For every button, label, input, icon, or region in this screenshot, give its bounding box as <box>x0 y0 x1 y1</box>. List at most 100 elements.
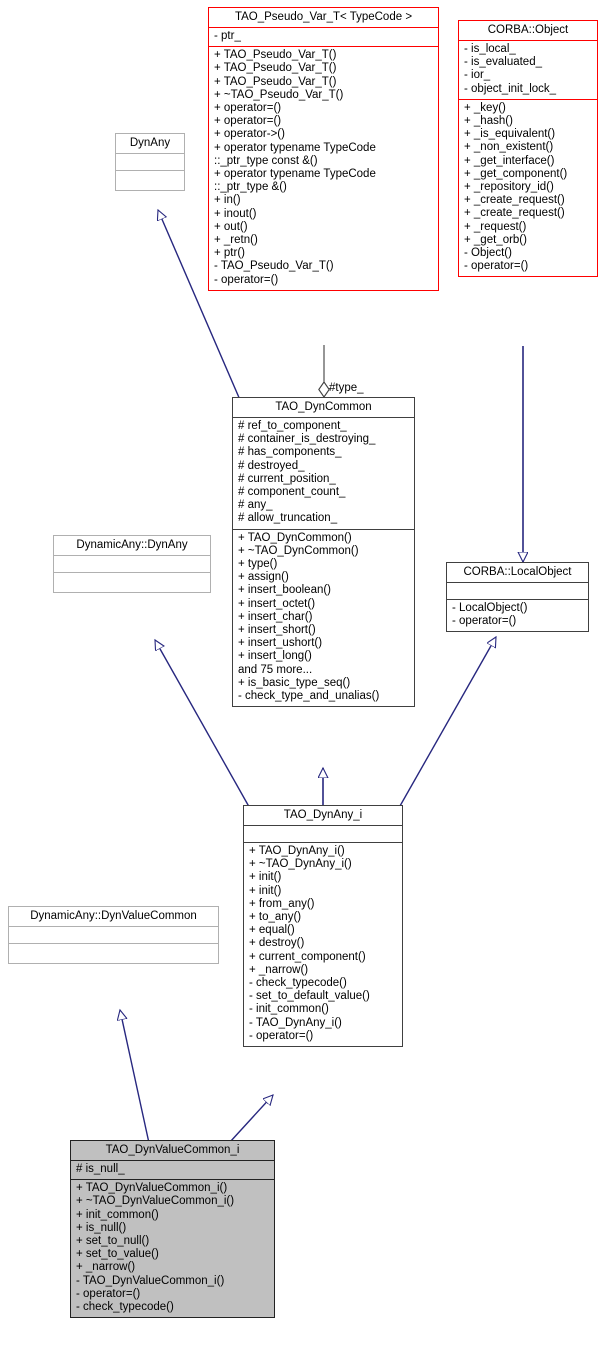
attribute-row: # destroyed_ <box>238 459 305 472</box>
class-operations-tao-pseudo-var-t: + TAO_Pseudo_Var_T() + TAO_Pseudo_Var_T(… <box>209 46 438 290</box>
operation-row: + TAO_Pseudo_Var_T() <box>214 62 337 75</box>
operation-row: - check_typecode() <box>76 1301 174 1314</box>
operation-row: + _hash() <box>464 115 513 128</box>
attribute-row: # is_null_ <box>76 1163 125 1175</box>
class-attributes-tao-dynvaluecommon-i: # is_null_ <box>71 1160 274 1180</box>
operation-row: + ~TAO_DynCommon() <box>238 544 359 557</box>
class-node-tao-pseudo-var-t[interactable]: TAO_Pseudo_Var_T< TypeCode > - ptr_ + TA… <box>208 7 439 291</box>
operation-row: + operator typename TypeCode <box>214 141 376 154</box>
class-title-tao-dynvaluecommon-i: TAO_DynValueCommon_i <box>71 1141 274 1160</box>
edge-dynany-i-to-dynvaluecommon-i <box>229 1095 273 1143</box>
attribute-row: # ref_to_component_ <box>238 420 347 432</box>
class-node-corba-object[interactable]: CORBA::Object - is_local_ - is_evaluated… <box>458 20 598 278</box>
operation-row: + _repository_id() <box>464 181 554 194</box>
operation-row: + init() <box>249 884 282 897</box>
operation-row: + insert_long() <box>238 650 312 663</box>
operation-row: + _get_component() <box>464 167 568 180</box>
attribute-row: # current_position_ <box>238 472 336 485</box>
attribute-row: # has_components_ <box>238 446 342 459</box>
class-operations-corba-localobject: - LocalObject() - operator=() <box>447 599 588 631</box>
operation-row: - TAO_DynAny_i() <box>249 1016 342 1029</box>
class-attributes-dynamicany-dynany <box>54 555 210 572</box>
attribute-row: # container_is_destroying_ <box>238 433 376 446</box>
operation-row: + TAO_DynValueCommon_i() <box>76 1182 228 1195</box>
operation-row: + _create_request() <box>464 207 565 220</box>
class-title-tao-pseudo-var-t: TAO_Pseudo_Var_T< TypeCode > <box>234 11 413 23</box>
operation-row: + _create_request() <box>464 194 565 207</box>
class-node-tao-dynvaluecommon-i[interactable]: TAO_DynValueCommon_i # is_null_ + TAO_Dy… <box>70 1140 275 1319</box>
operation-row: - LocalObject() <box>452 602 528 614</box>
operation-row: + _retn() <box>214 234 258 247</box>
operation-row: + ~TAO_DynAny_i() <box>249 858 352 871</box>
class-operations-corba-object: + _key() + _hash() + _is_equivalent() + … <box>459 98 597 277</box>
operation-row: + operator=() <box>214 115 282 128</box>
class-node-tao-dyncommon[interactable]: TAO_DynCommon # ref_to_component_ # cont… <box>232 397 415 708</box>
operation-row: + _get_orb() <box>464 233 527 246</box>
operation-row: + insert_ushort() <box>238 637 323 650</box>
operation-row: + TAO_Pseudo_Var_T() <box>214 75 337 88</box>
operation-row: + equal() <box>249 924 295 937</box>
operation-row: + ~TAO_DynValueCommon_i() <box>76 1195 235 1208</box>
operation-row: + assign() <box>238 571 289 584</box>
operation-row: + is_null() <box>76 1221 127 1234</box>
operation-row: + TAO_Pseudo_Var_T() <box>214 49 337 62</box>
operation-row: + _non_existent() <box>464 141 554 154</box>
class-node-tao-dynany-i[interactable]: TAO_DynAny_i + TAO_DynAny_i() + ~TAO_Dyn… <box>243 805 403 1048</box>
operation-row: ::_ptr_type &() <box>214 181 287 194</box>
class-attributes-dynamicany-dynvaluecommon <box>9 926 218 943</box>
operation-row: - Object() <box>464 247 512 260</box>
class-title-dynamicany-dynvaluecommon: DynamicAny::DynValueCommon <box>30 910 197 922</box>
class-operations-tao-dynany-i: + TAO_DynAny_i() + ~TAO_DynAny_i() + ini… <box>244 842 402 1046</box>
operation-row: + insert_boolean() <box>238 584 332 597</box>
operation-row: + operator=() <box>214 102 282 115</box>
operation-row: + ptr() <box>214 247 245 260</box>
class-attributes-tao-dyncommon: # ref_to_component_ # container_is_destr… <box>233 417 414 529</box>
edge-dynvaluecommon-to-dynvaluecommon-i <box>120 1010 150 1144</box>
operation-row: - TAO_DynValueCommon_i() <box>76 1274 225 1287</box>
operation-row: + _narrow() <box>249 963 309 976</box>
operation-row: + init() <box>249 871 282 884</box>
operation-row-more: and 75 more... <box>238 663 313 676</box>
operation-row: - operator=() <box>76 1287 141 1300</box>
attribute-row: - object_init_lock_ <box>464 82 557 95</box>
class-attributes-corba-localobject <box>447 582 588 599</box>
operation-row: + insert_char() <box>238 610 313 623</box>
operation-row: + operator typename TypeCode <box>214 168 376 181</box>
operation-row: + destroy() <box>249 937 305 950</box>
operation-row: + operator->() <box>214 128 285 141</box>
class-attributes-tao-dynany-i <box>244 825 402 842</box>
operation-row: + _key() <box>464 101 506 114</box>
operation-row: + from_any() <box>249 897 315 910</box>
class-title-dynany: DynAny <box>129 137 171 149</box>
operation-row: + _narrow() <box>76 1261 136 1274</box>
attribute-row: # component_count_ <box>238 486 346 499</box>
attribute-row: - is_evaluated_ <box>464 56 542 69</box>
operation-row: ::_ptr_type const &() <box>214 154 318 167</box>
operation-row: - operator=() <box>452 615 517 628</box>
operation-row: + set_to_null() <box>76 1235 150 1248</box>
class-operations-dynamicany-dynany <box>54 572 210 592</box>
class-operations-dynamicany-dynvaluecommon <box>9 943 218 963</box>
operation-row: + insert_octet() <box>238 597 316 610</box>
class-node-dynamicany-dynvaluecommon[interactable]: DynamicAny::DynValueCommon <box>8 906 219 964</box>
type-aggregation-label: #type_ <box>329 382 364 394</box>
class-node-dynany[interactable]: DynAny <box>115 133 185 191</box>
operation-row: - check_type_and_unalias() <box>238 690 380 703</box>
operation-row: + in() <box>214 194 241 207</box>
attribute-row: - ptr_ <box>214 30 241 42</box>
operation-row: - operator=() <box>214 273 279 286</box>
operation-row: - operator=() <box>249 1029 314 1042</box>
operation-row: + insert_short() <box>238 624 316 637</box>
operation-row: + inout() <box>214 207 257 220</box>
operation-row: + TAO_DynCommon() <box>238 531 352 544</box>
operation-row: + _request() <box>464 220 527 233</box>
class-node-dynamicany-dynany[interactable]: DynamicAny::DynAny <box>53 535 211 593</box>
class-attributes-corba-object: - is_local_ - is_evaluated_ - ior_ - obj… <box>459 40 597 99</box>
class-node-corba-localobject[interactable]: CORBA::LocalObject - LocalObject() - ope… <box>446 562 589 633</box>
attribute-row: - is_local_ <box>464 43 516 55</box>
attribute-row: # allow_truncation_ <box>238 512 338 525</box>
operation-row: - TAO_Pseudo_Var_T() <box>214 260 334 273</box>
operation-row: + out() <box>214 220 248 233</box>
class-operations-tao-dyncommon: + TAO_DynCommon() + ~TAO_DynCommon() + t… <box>233 528 414 707</box>
